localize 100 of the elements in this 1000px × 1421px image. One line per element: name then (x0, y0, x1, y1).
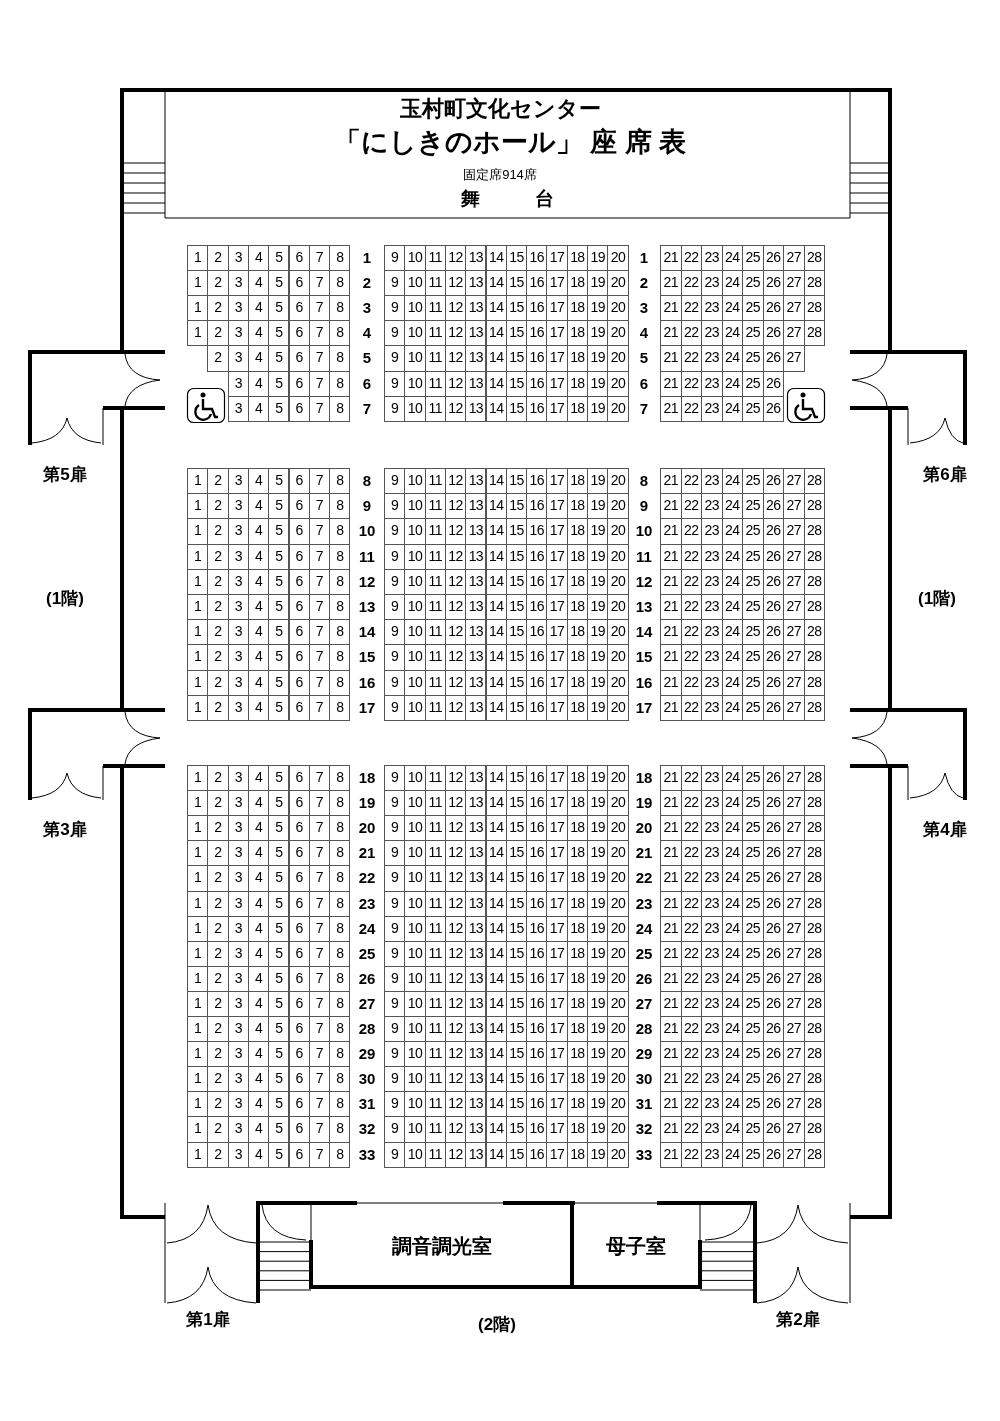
seat-number: 14 (485, 815, 507, 842)
seat-number: 6 (288, 395, 310, 422)
seat-number: 3 (227, 395, 249, 422)
seat-number: 14 (485, 320, 507, 347)
row-number: 7 (638, 398, 650, 419)
seat-number: 14 (485, 1141, 507, 1168)
door-label: 第3扉 (43, 819, 87, 841)
seat-number: 21 (660, 1141, 682, 1168)
seat-number: 27 (783, 345, 805, 372)
seat-number: 21 (660, 245, 682, 272)
row-number: 1 (638, 248, 650, 268)
seat-number: 8 (329, 694, 351, 721)
row-number: 11 (635, 546, 653, 567)
seat-number: 1 (187, 245, 209, 272)
stage-label: 舞 台 (460, 187, 555, 211)
row-number: 21 (357, 843, 377, 864)
row-number: 28 (634, 1019, 654, 1039)
seat-number: 14 (485, 568, 507, 595)
seat-number: 13 (465, 245, 487, 272)
seat-number: 14 (485, 644, 507, 671)
door-label: 第6扉 (923, 464, 967, 486)
seat-number: 14 (485, 790, 507, 817)
seat-number: 1 (187, 320, 209, 347)
seat-number: 21 (660, 765, 682, 792)
row-number: 8 (638, 471, 650, 491)
seat-number: 14 (485, 1041, 507, 1068)
row-number: 24 (634, 918, 654, 939)
row-number: 9 (638, 496, 650, 517)
row-number: 29 (634, 1044, 654, 1065)
seat-number: 20 (607, 395, 629, 422)
row-number: 10 (357, 521, 377, 542)
seat-number: 28 (803, 1141, 825, 1168)
row-number: 20 (357, 818, 377, 839)
seat-number: 5 (268, 694, 290, 721)
seat-number: 20 (607, 245, 629, 272)
seat-number: 9 (384, 468, 406, 495)
seat-number: 21 (660, 468, 682, 495)
row-number: 2 (638, 273, 650, 294)
row-number: 33 (634, 1144, 654, 1165)
row-number: 31 (357, 1094, 377, 1115)
seat-number: 14 (485, 395, 507, 422)
floor-label: (2階) (478, 1314, 516, 1336)
seat-number: 28 (803, 765, 825, 792)
seat-number: 9 (384, 1141, 406, 1168)
seat-number: 6 (288, 1141, 310, 1168)
door-label: 第5扉 (43, 464, 87, 486)
row-number: 13 (357, 597, 377, 617)
seat-number: 5 (268, 1141, 290, 1168)
seat-number: 6 (288, 245, 310, 272)
seat-number: 14 (485, 1116, 507, 1143)
row-number: 12 (634, 571, 654, 592)
seat-number: 8 (329, 765, 351, 792)
seat-number: 14 (485, 493, 507, 520)
row-number: 31 (634, 1094, 654, 1115)
seat-number: 20 (607, 1141, 629, 1168)
row-number: 1 (361, 248, 373, 268)
row-number: 27 (357, 993, 377, 1014)
row-number: 7 (361, 398, 373, 419)
seat-number: 6 (288, 694, 310, 721)
seat-number: 1 (187, 694, 209, 721)
seat-number: 20 (607, 468, 629, 495)
seat-number: 14 (485, 245, 507, 272)
row-number: 21 (634, 843, 654, 864)
row-number: 24 (357, 918, 377, 939)
row-number: 6 (638, 373, 650, 394)
seat-number: 5 (268, 245, 290, 272)
row-number: 17 (357, 697, 377, 718)
seat-count-note: 固定席914席 (463, 166, 537, 184)
row-number: 16 (357, 672, 377, 693)
seat-number: 14 (485, 619, 507, 646)
row-number: 19 (634, 793, 654, 814)
seat-number: 6 (288, 468, 310, 495)
seat-number: 14 (485, 1091, 507, 1118)
row-number: 11 (358, 546, 376, 567)
row-number: 2 (361, 273, 373, 294)
row-number: 28 (357, 1019, 377, 1039)
seat-number: 14 (485, 990, 507, 1018)
row-number: 12 (357, 571, 377, 592)
row-number: 14 (357, 622, 377, 643)
seat-number: 14 (485, 840, 507, 867)
seat-number: 20 (607, 765, 629, 792)
row-number: 25 (357, 943, 377, 964)
room-name: 母子室 (606, 1233, 666, 1259)
seat-number: 20 (607, 694, 629, 721)
seat-number: 8 (329, 245, 351, 272)
seat-number: 9 (384, 765, 406, 792)
seat-number: 13 (465, 395, 487, 422)
seat-number: 1 (187, 1141, 209, 1168)
seat-number: 14 (485, 468, 507, 495)
seat-number: 14 (485, 890, 507, 917)
row-number: 9 (361, 496, 373, 517)
row-number: 15 (357, 647, 377, 668)
row-number: 4 (638, 323, 650, 344)
seat-number: 26 (762, 395, 784, 422)
seat-number: 14 (485, 370, 507, 397)
seat-number: 21 (660, 395, 682, 422)
subtitle: 「にしきのホール」 座 席 表 (333, 126, 687, 159)
door-label: 第2扉 (776, 1309, 820, 1331)
row-number: 20 (634, 818, 654, 839)
row-number: 32 (357, 1119, 377, 1140)
